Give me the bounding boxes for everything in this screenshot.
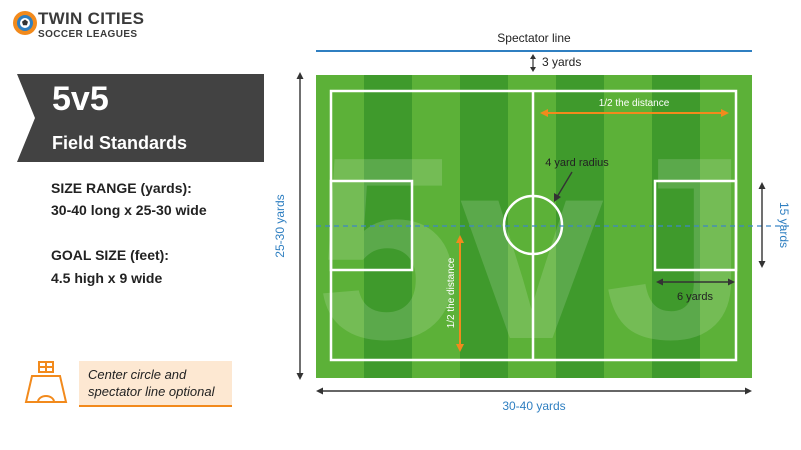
size-range-heading: SIZE RANGE (yards): <box>51 180 192 196</box>
soccer-ball-logo-icon <box>13 11 37 35</box>
goal-width-arrow <box>758 182 766 268</box>
spectator-line-label: Spectator line <box>497 31 571 45</box>
note-line-2: spectator line optional <box>88 384 215 399</box>
goal-depth-arrow <box>656 278 735 286</box>
goal-size-heading: GOAL SIZE (feet): <box>51 247 169 263</box>
note-box <box>79 361 232 407</box>
spectator-gap-arrow <box>530 54 536 72</box>
spectator-gap-label: 3 yards <box>542 55 581 69</box>
half-distance-top-arrow <box>540 109 729 117</box>
half-distance-left-label: 1/2 the distance <box>446 257 457 328</box>
goal-field-icon <box>24 361 68 403</box>
goal-size-value: 4.5 high x 9 wide <box>51 270 163 286</box>
half-distance-left-arrow <box>456 235 464 352</box>
goal-width-label: 15 yards <box>777 202 791 248</box>
logo-title: TWIN CITIES <box>38 9 145 28</box>
field-length-label: 30-40 yards <box>502 399 565 413</box>
title-banner <box>17 74 264 162</box>
field-width-arrow <box>296 72 304 380</box>
field-width-label: 25-30 yards <box>273 194 287 257</box>
field-length-arrow <box>316 387 752 395</box>
page-subtitle: Field Standards <box>52 133 188 153</box>
center-radius-label: 4 yard radius <box>545 157 609 169</box>
logo-subtitle: SOCCER LEAGUES <box>38 29 138 40</box>
size-range-value: 30-40 long x 25-30 wide <box>51 202 207 218</box>
half-distance-top-label: 1/2 the distance <box>599 98 670 109</box>
field-lines <box>329 89 738 362</box>
radius-arrow <box>554 171 573 202</box>
page-title: 5v5 <box>52 80 109 118</box>
goal-depth-label: 6 yards <box>677 291 714 303</box>
note-line-1: Center circle and <box>88 367 187 382</box>
note-text: Center circle and spectator line optiona… <box>88 366 214 400</box>
